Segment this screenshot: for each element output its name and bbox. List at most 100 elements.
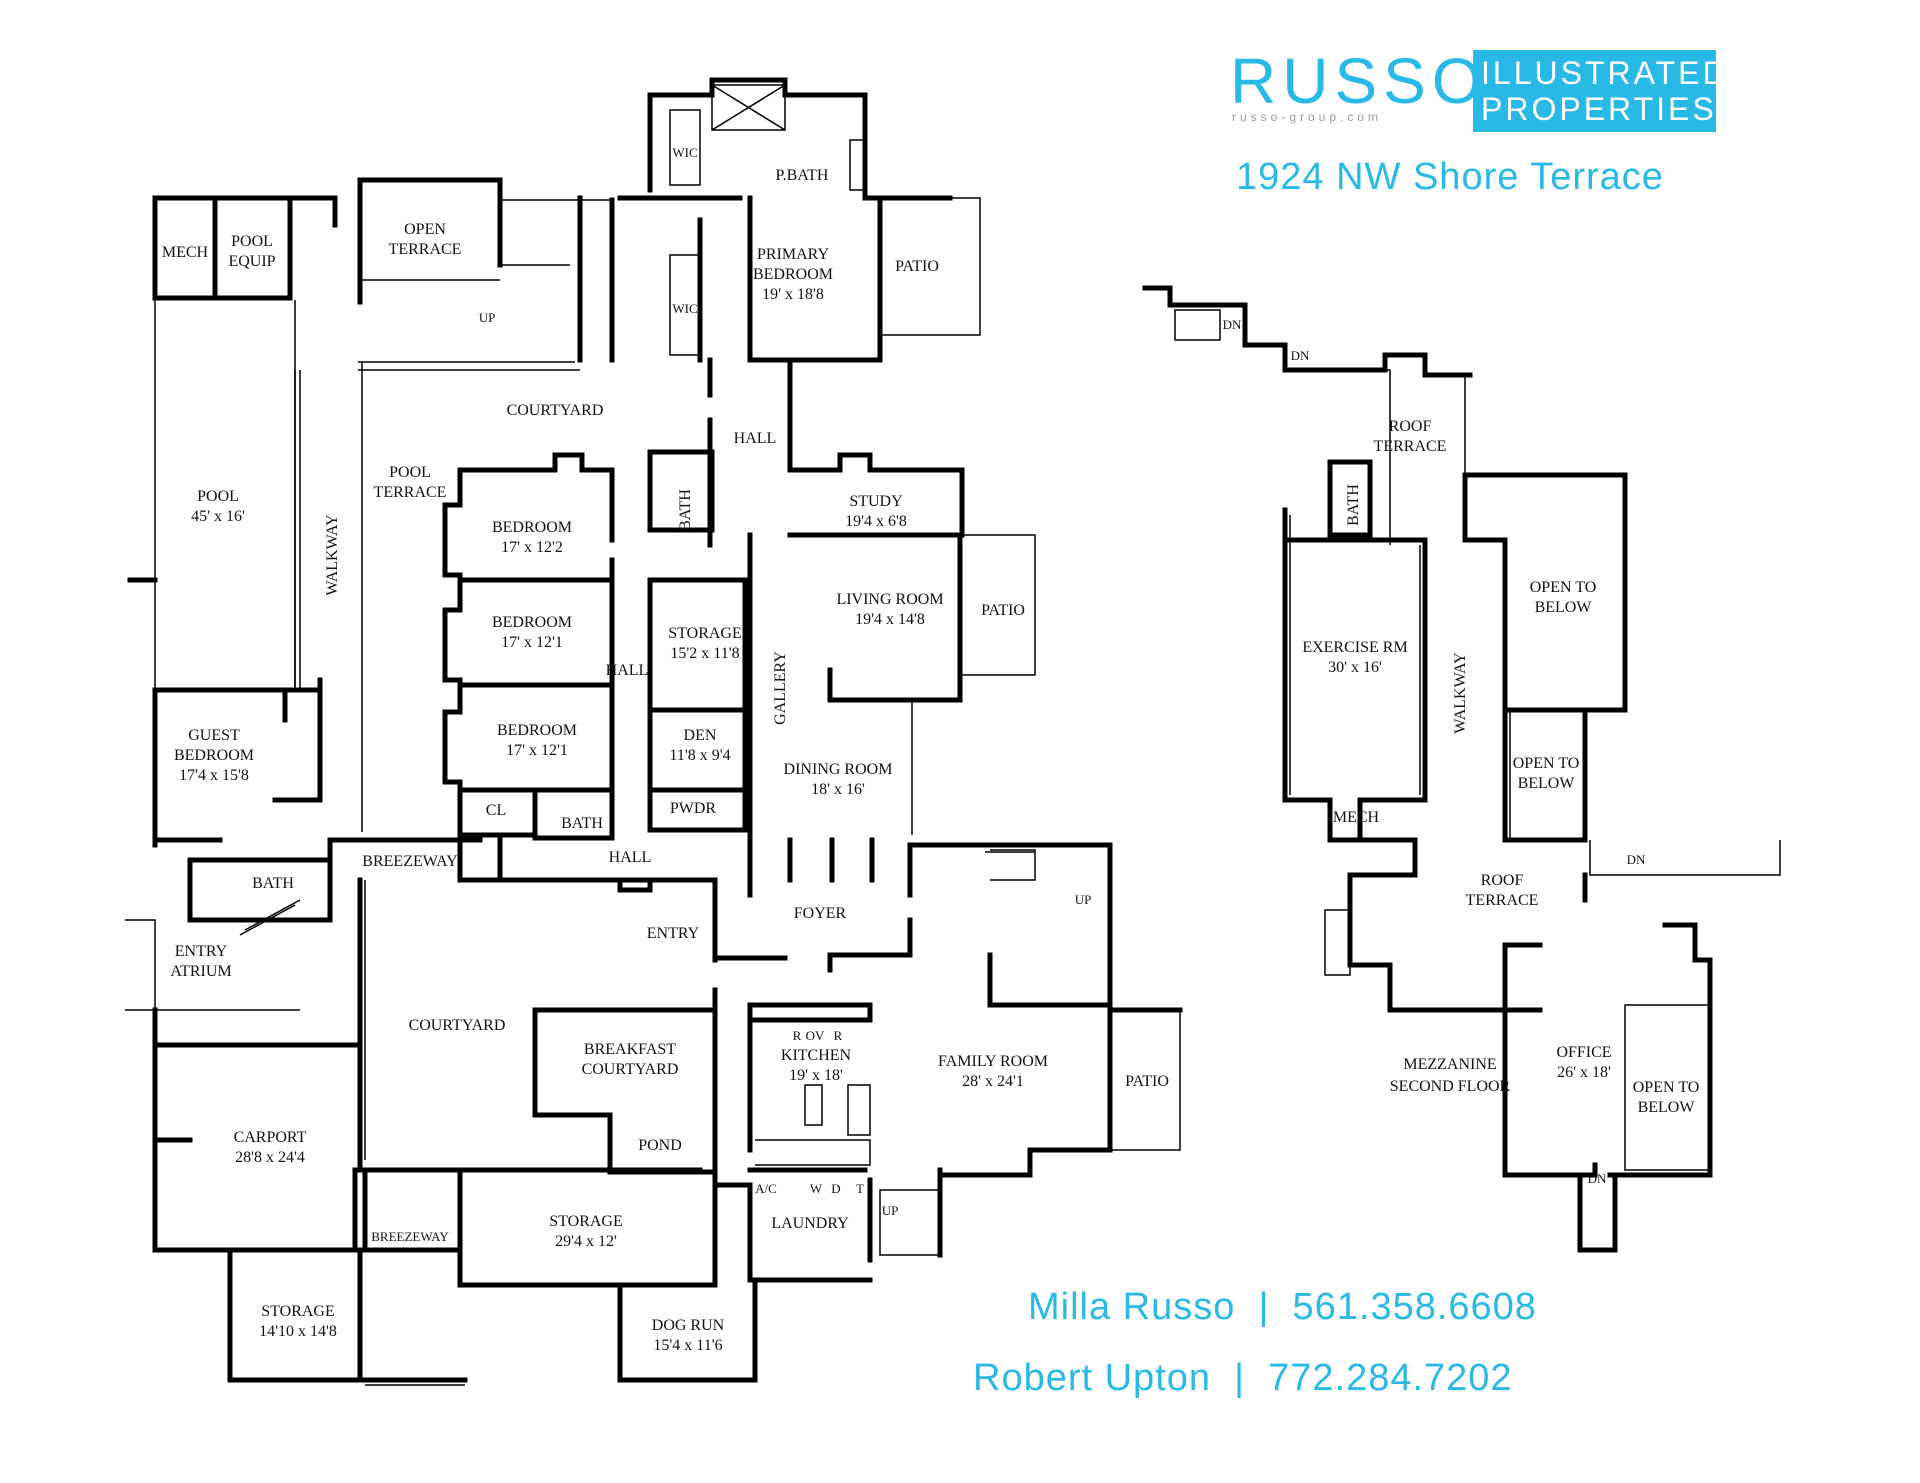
brand-name: RUSSO bbox=[1230, 45, 1488, 117]
label-den: DEN bbox=[684, 727, 717, 744]
label-up-a: UP bbox=[479, 310, 496, 325]
label-bedroom-3-dim: 17' x 12'1 bbox=[506, 742, 568, 759]
label-entry-atrium-2: ATRIUM bbox=[170, 963, 231, 980]
label-appl-r1: R bbox=[793, 1028, 802, 1043]
label-mech: MECH bbox=[162, 244, 209, 261]
label-primary-1: PRIMARY bbox=[757, 246, 829, 263]
brand-box-line2: PROPERTIES bbox=[1481, 91, 1717, 127]
label-mz-walkway: WALKWAY bbox=[1452, 652, 1469, 734]
label-up-b: UP bbox=[1075, 892, 1092, 907]
label-mz-title-1: MEZZANINE bbox=[1403, 1056, 1496, 1073]
contact-milla-russo: Milla Russo | 561.358.6608 bbox=[1028, 1286, 1537, 1328]
label-storage-c: STORAGE bbox=[261, 1303, 335, 1320]
label-laundry: LAUNDRY bbox=[771, 1215, 849, 1232]
label-dog-run: DOG RUN bbox=[652, 1317, 725, 1334]
label-mz-title-2: SECOND FLOOR bbox=[1390, 1078, 1511, 1095]
label-mz-roof-terrace-low-1: ROOF bbox=[1481, 872, 1524, 889]
label-gallery: GALLERY bbox=[772, 651, 789, 725]
label-walkway: WALKWAY bbox=[324, 514, 341, 596]
label-guest-2: BEDROOM bbox=[174, 747, 254, 764]
label-appl-w: W bbox=[810, 1181, 823, 1196]
label-study: STUDY bbox=[849, 493, 903, 510]
label-up-c: UP bbox=[882, 1203, 899, 1218]
label-entry: ENTRY bbox=[647, 925, 700, 942]
label-breezeway-b: BREEZEWAY bbox=[371, 1229, 449, 1244]
mezzanine-walls bbox=[1142, 285, 1781, 1253]
label-storage-a-dim: 15'2 x 11'8 bbox=[670, 645, 739, 662]
contact-robert-upton: Robert Upton | 772.284.7202 bbox=[973, 1357, 1513, 1399]
label-pool: POOL bbox=[197, 488, 239, 505]
label-appl-t: T bbox=[856, 1181, 864, 1196]
label-bedroom-1-dim: 17' x 12'2 bbox=[501, 539, 563, 556]
label-mz-dn-a: DN bbox=[1223, 317, 1242, 332]
label-patio-a: PATIO bbox=[895, 258, 939, 275]
label-appl-d: D bbox=[831, 1181, 840, 1196]
label-appl-ov: OV bbox=[806, 1028, 825, 1043]
label-pool-dim: 45' x 16' bbox=[191, 508, 245, 525]
brand-box-line1: ILLUSTRATED bbox=[1481, 55, 1729, 91]
label-open-terrace-2: TERRACE bbox=[389, 241, 462, 258]
label-mz-exercise-dim: 30' x 16' bbox=[1328, 659, 1382, 676]
label-carport-dim: 28'8 x 24'4 bbox=[235, 1149, 305, 1166]
label-primary-2: BEDROOM bbox=[753, 266, 833, 283]
label-dining-dim: 18' x 16' bbox=[811, 781, 865, 798]
label-dining: DINING ROOM bbox=[784, 761, 893, 778]
label-mz-mech: MECH bbox=[1333, 809, 1380, 826]
label-mz-open-c1: OPEN TO bbox=[1633, 1079, 1700, 1096]
label-cl: CL bbox=[486, 802, 506, 819]
label-mz-dn-c: DN bbox=[1627, 852, 1646, 867]
label-kitchen: KITCHEN bbox=[781, 1047, 852, 1064]
label-living: LIVING ROOM bbox=[836, 591, 943, 608]
label-mz-open-a2: BELOW bbox=[1535, 599, 1593, 616]
label-pool-terrace-1: POOL bbox=[389, 464, 431, 481]
label-bath-b: BATH bbox=[561, 815, 603, 832]
label-pond: POND bbox=[638, 1137, 682, 1154]
label-entry-atrium-1: ENTRY bbox=[175, 943, 228, 960]
label-storage-c-dim: 14'10 x 14'8 bbox=[259, 1323, 337, 1340]
label-mz-bath: BATH bbox=[1345, 484, 1362, 526]
label-appl-r2: R bbox=[834, 1028, 843, 1043]
label-carport: CARPORT bbox=[234, 1129, 307, 1146]
label-bath-c: BATH bbox=[252, 875, 294, 892]
label-bath-a: BATH bbox=[677, 489, 694, 531]
label-mz-exercise: EXERCISE RM bbox=[1302, 639, 1407, 656]
label-pwdr: PWDR bbox=[670, 800, 717, 817]
label-kitchen-dim: 19' x 18' bbox=[789, 1067, 843, 1084]
label-mz-roof-terrace-top-2: TERRACE bbox=[1374, 438, 1447, 455]
label-den-dim: 11'8 x 9'4 bbox=[669, 747, 730, 764]
label-mz-open-b1: OPEN TO bbox=[1513, 755, 1580, 772]
label-appl-ac: A/C bbox=[755, 1181, 777, 1196]
label-wic-b: WIC bbox=[672, 301, 697, 316]
label-mz-open-a1: OPEN TO bbox=[1530, 579, 1597, 596]
mezzanine-labels: DN DN ROOF TERRACE BATH EXERCISE RM 30' … bbox=[1223, 317, 1700, 1186]
label-mz-office: OFFICE bbox=[1556, 1044, 1611, 1061]
label-mz-office-dim: 26' x 18' bbox=[1557, 1064, 1611, 1081]
label-bedroom-2-dim: 17' x 12'1 bbox=[501, 634, 563, 651]
main-floor-walls bbox=[125, 77, 1183, 1386]
label-mz-dn-b: DN bbox=[1291, 348, 1310, 363]
label-storage-b: STORAGE bbox=[549, 1213, 623, 1230]
label-mz-roof-terrace-low-2: TERRACE bbox=[1466, 892, 1539, 909]
label-open-terrace-1: OPEN bbox=[404, 221, 446, 238]
brand-logo: RUSSO russo-group.com ILLUSTRATED PROPER… bbox=[1230, 45, 1726, 132]
label-family: FAMILY ROOM bbox=[938, 1053, 1048, 1070]
label-hall-low: HALL bbox=[609, 849, 652, 866]
label-breezeway-a: BREEZEWAY bbox=[362, 853, 458, 870]
label-family-dim: 28' x 24'1 bbox=[962, 1073, 1024, 1090]
label-storage-b-dim: 29'4 x 12' bbox=[555, 1233, 617, 1250]
label-mz-roof-terrace-top-1: ROOF bbox=[1389, 418, 1432, 435]
brand-box: ILLUSTRATED PROPERTIES bbox=[1473, 50, 1729, 132]
label-guest-1: GUEST bbox=[188, 727, 240, 744]
label-mz-open-c2: BELOW bbox=[1638, 1099, 1696, 1116]
label-pool-terrace-2: TERRACE bbox=[374, 484, 447, 501]
label-courtyard-top: COURTYARD bbox=[507, 402, 604, 419]
label-dog-run-dim: 15'4 x 11'6 bbox=[653, 1337, 722, 1354]
label-hall-mid: HALL bbox=[606, 662, 649, 679]
label-pool-equip-1: POOL bbox=[231, 233, 273, 250]
label-primary-dim: 19' x 18'8 bbox=[762, 286, 824, 303]
label-p-bath: P.BATH bbox=[776, 167, 829, 184]
label-mz-dn-d: DN bbox=[1588, 1171, 1607, 1186]
label-patio-c: PATIO bbox=[1125, 1073, 1169, 1090]
brand-url: russo-group.com bbox=[1232, 110, 1383, 124]
